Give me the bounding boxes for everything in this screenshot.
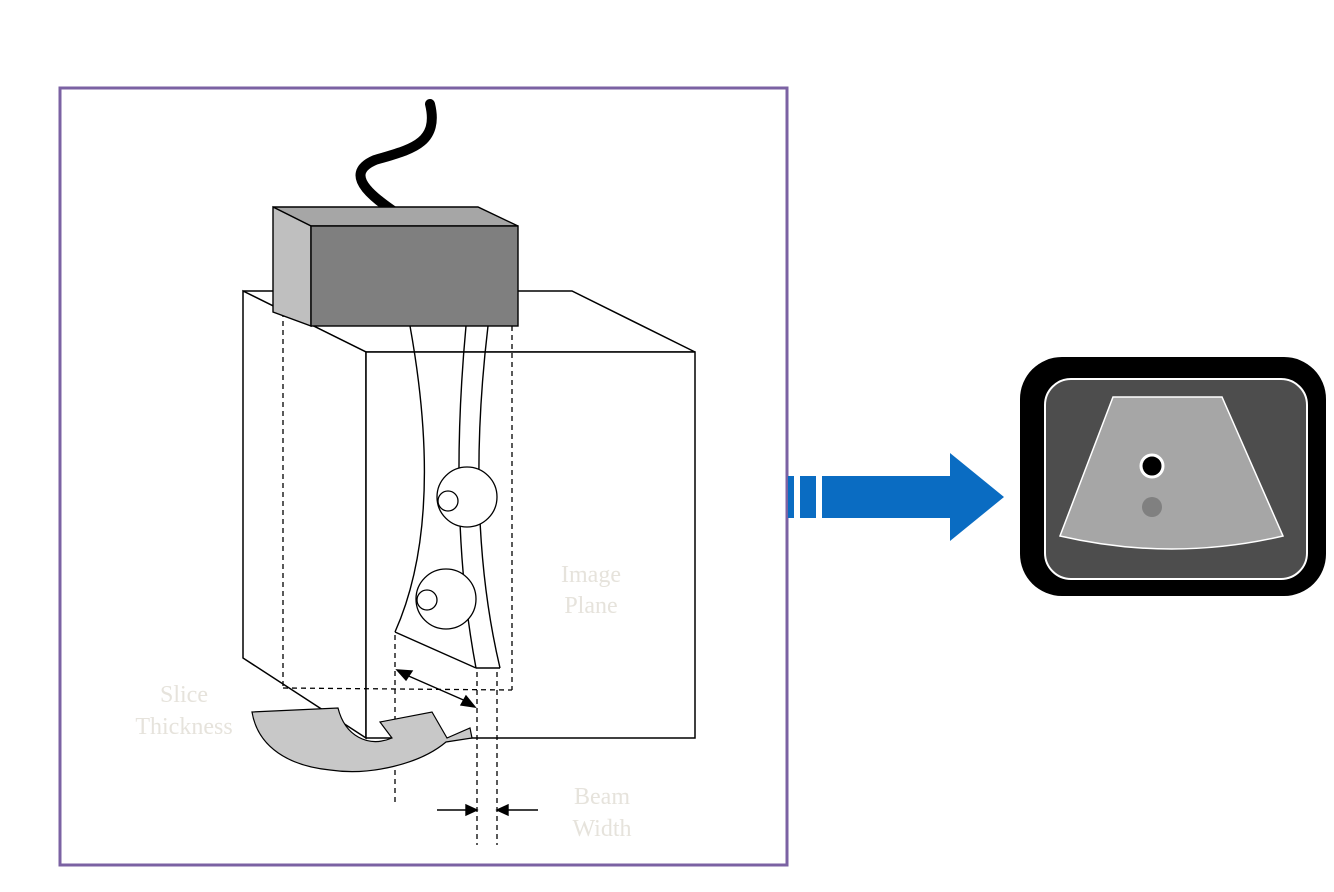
image-plane-label: Image Plane (561, 562, 621, 619)
beam-targets (415, 466, 498, 630)
svg-text:Slice: Slice (160, 682, 208, 708)
slice-thickness-measure (395, 669, 477, 708)
ultrasound-probe-icon (272, 99, 519, 328)
svg-text:Width: Width (572, 816, 631, 842)
rotation-arrow (251, 707, 473, 773)
svg-text:Thickness: Thickness (135, 714, 232, 740)
slice-thickness-label: Slice Thickness (135, 682, 232, 740)
right-arrow-icon (788, 453, 1004, 541)
svg-text:Plane: Plane (564, 593, 617, 619)
svg-text:Beam: Beam (574, 784, 630, 810)
beam-width-label: Beam Width (572, 784, 631, 842)
svg-text:Image: Image (561, 562, 621, 588)
beam-width-measure (437, 803, 538, 817)
ultrasound-monitor-icon (1020, 357, 1326, 596)
